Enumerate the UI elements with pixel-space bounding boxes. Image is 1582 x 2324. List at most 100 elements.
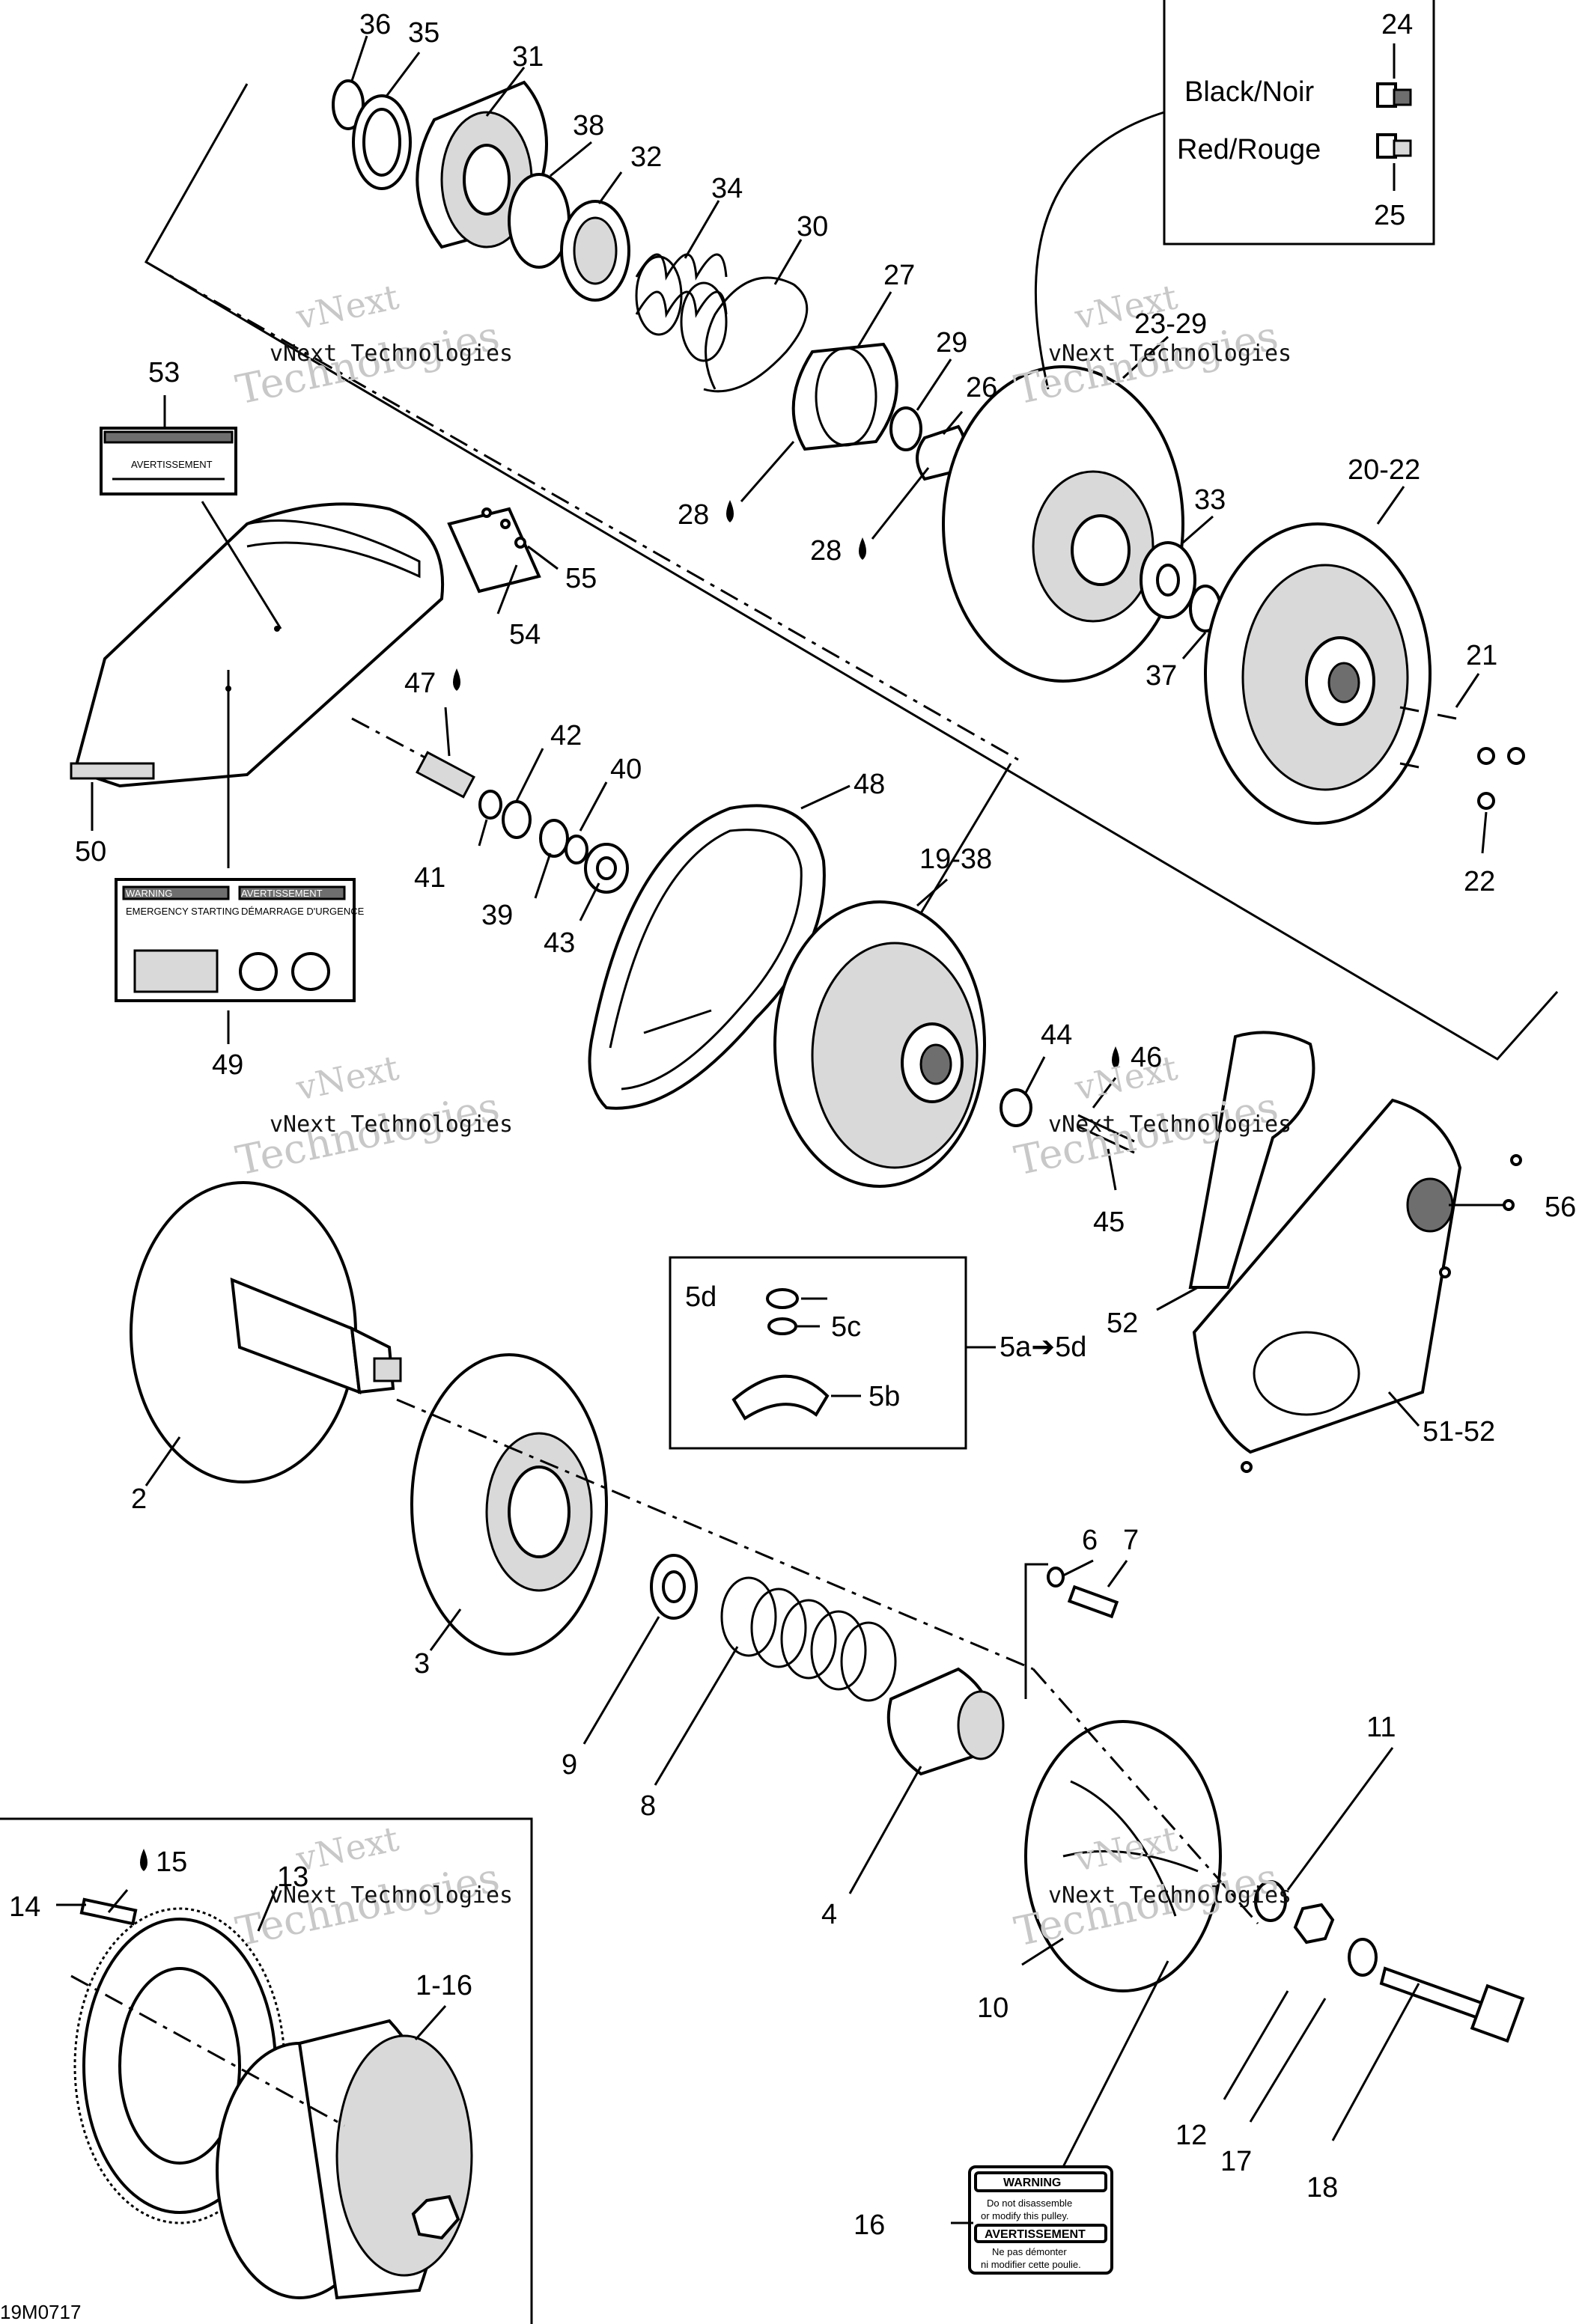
svg-text:vNext Technologies: vNext Technologies — [270, 1111, 513, 1138]
part-20-22-sheave — [1204, 522, 1432, 825]
part-10-cover — [1024, 1720, 1222, 1992]
part-6-washer — [1047, 1567, 1065, 1588]
part-48-belt — [588, 804, 826, 1110]
label-46: 46 — [1131, 1042, 1162, 1073]
part-labels: 36 35 31 38 32 34 30 27 29 26 28 28 23-2… — [0, 9, 1576, 2323]
label-3: 3 — [414, 1648, 430, 1680]
part-45-bolt — [1077, 1114, 1135, 1154]
label-53-title: AVERTISSEMENT — [131, 459, 213, 470]
part-16-warning-sticker: WARNING Do not disassemble or modify thi… — [968, 2165, 1113, 2275]
part-55-screw — [514, 537, 526, 549]
part-29-ring — [889, 406, 922, 451]
part-50-hinge — [70, 762, 155, 780]
leader-lines — [56, 35, 1505, 2224]
label-33: 33 — [1194, 484, 1226, 516]
label-40: 40 — [610, 754, 642, 785]
svg-text:vNext: vNext — [292, 1047, 403, 1108]
label-50: 50 — [75, 836, 106, 867]
part-17-washer — [1348, 1938, 1378, 1977]
label-5a-5d: 5a➔5d — [1000, 1332, 1086, 1363]
label-2: 2 — [131, 1483, 147, 1515]
label-55: 55 — [565, 563, 597, 594]
part-18-bolt — [1379, 1966, 1525, 2043]
legend-number-bottom: 25 — [1374, 200, 1405, 231]
part-3-sliding-sheave — [410, 1353, 608, 1656]
figure-code: 19M0717 — [0, 2301, 81, 2323]
label-56: 56 — [1545, 1192, 1576, 1223]
label-49: 49 — [212, 1049, 243, 1081]
part-49-label: WARNING AVERTISSEMENT EMERGENCY STARTING… — [115, 878, 365, 1002]
label-10: 10 — [977, 1992, 1008, 2024]
part-33-washer — [1140, 541, 1196, 619]
label-34: 34 — [711, 173, 743, 204]
label-43: 43 — [544, 927, 575, 959]
red-connector-icon — [1376, 133, 1412, 159]
label-47: 47 — [404, 668, 436, 699]
part-32-bushing — [560, 200, 630, 302]
part-19-38-pulley — [773, 900, 986, 1188]
part-43-washer — [584, 843, 629, 894]
part-39-spring — [539, 819, 569, 858]
part-38-ring — [508, 173, 571, 269]
svg-text:vNext: vNext — [292, 276, 403, 338]
part-56-screws — [1241, 1154, 1522, 1473]
legend-red-label: Red/Rouge — [1177, 134, 1321, 165]
sticker-16-line1: Do not disassemble — [987, 2198, 1072, 2209]
sticker-16-title-fr: AVERTISSEMENT — [985, 2228, 1086, 2241]
label-29: 29 — [936, 327, 967, 359]
label-49-sub-left: EMERGENCY STARTING — [126, 906, 240, 917]
part-30-circlip — [703, 276, 809, 393]
label-17: 17 — [1220, 2146, 1252, 2177]
label-35: 35 — [408, 17, 439, 49]
svg-text:vNext Technologies: vNext Technologies — [270, 1882, 513, 1909]
part-42-spring — [502, 800, 532, 839]
label-44: 44 — [1041, 1019, 1072, 1051]
label-13: 13 — [277, 1861, 308, 1893]
label-4: 4 — [821, 1899, 837, 1930]
label-28-b: 28 — [810, 535, 842, 567]
label-41: 41 — [414, 862, 445, 894]
part-belt-guard — [73, 502, 445, 788]
label-49-sub-right: DÉMARRAGE D'URGENCE — [241, 906, 365, 917]
label-30: 30 — [797, 211, 828, 243]
sub-box-5a-5d — [669, 1256, 996, 1450]
legend-black-label: Black/Noir — [1184, 76, 1314, 108]
part-12-nut — [1293, 1903, 1335, 1945]
label-32: 32 — [630, 141, 662, 173]
label-36: 36 — [359, 9, 391, 40]
part-7-screw — [1067, 1585, 1119, 1619]
label-1-16: 1-16 — [416, 1970, 472, 2001]
sticker-16-title: WARNING — [1003, 2177, 1061, 2189]
color-legend-box: 24 Black/Noir Red/Rouge 25 — [1163, 0, 1435, 245]
label-21: 21 — [1466, 640, 1497, 671]
label-28-a: 28 — [678, 499, 709, 531]
label-9: 9 — [562, 1749, 577, 1781]
label-45: 45 — [1093, 1207, 1125, 1238]
part-47-rod — [351, 717, 475, 799]
label-31: 31 — [512, 41, 544, 73]
label-23-29: 23-29 — [1134, 308, 1207, 340]
center-line-lower — [396, 1398, 1034, 1671]
label-39: 39 — [481, 900, 513, 931]
drip-icon — [140, 500, 1119, 1871]
label-5c: 5c — [831, 1311, 861, 1343]
label-19-38: 19-38 — [919, 844, 992, 875]
label-54: 54 — [509, 619, 541, 650]
assembly-boundary — [144, 83, 1559, 1061]
part-44-washer — [1000, 1088, 1032, 1127]
part-53-label: AVERTISSEMENT — [100, 427, 237, 495]
label-27: 27 — [883, 260, 915, 291]
label-7: 7 — [1123, 1525, 1139, 1556]
label-8: 8 — [640, 1790, 656, 1822]
sticker-16-line2: or modify this pulley. — [981, 2210, 1069, 2221]
label-26: 26 — [966, 372, 997, 403]
sticker-16-line4: ni modifier cette poulie. — [981, 2259, 1081, 2270]
center-line-upper — [145, 260, 1019, 761]
svg-text:vNext Technologies: vNext Technologies — [270, 341, 513, 367]
black-connector-icon — [1376, 82, 1412, 108]
label-20-22: 20-22 — [1348, 454, 1420, 486]
label-11: 11 — [1366, 1712, 1396, 1743]
part-1-16-pulley — [216, 2019, 473, 2300]
label-14: 14 — [9, 1891, 40, 1923]
